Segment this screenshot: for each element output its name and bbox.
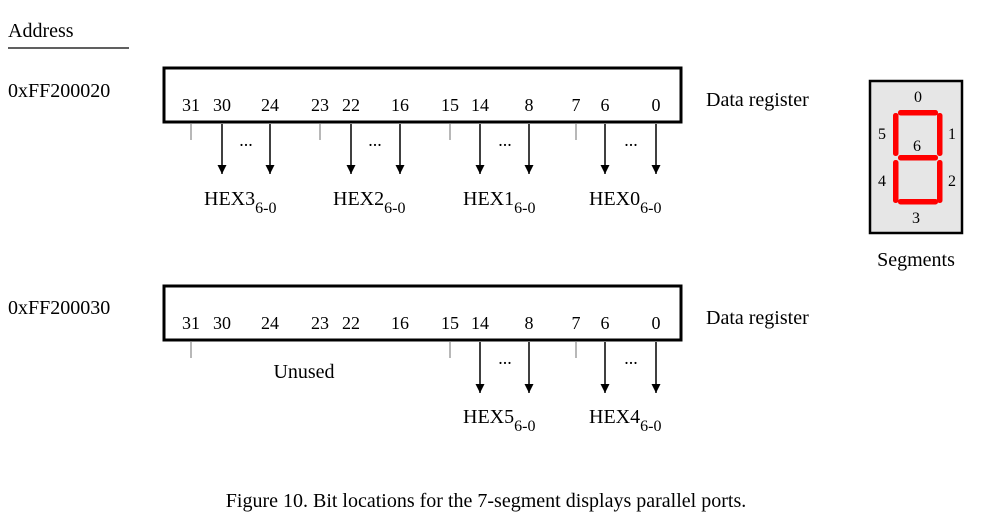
bit-label: 7 bbox=[572, 95, 581, 115]
register-1-arrows bbox=[217, 124, 661, 174]
bit-label: 16 bbox=[391, 95, 409, 115]
register-2-bit-labels: 31 30 24 23 22 16 15 14 8 7 6 0 bbox=[182, 313, 661, 333]
bit-label: 22 bbox=[342, 313, 360, 333]
ellipsis: ... bbox=[498, 348, 512, 368]
segment-number-1: 1 bbox=[948, 126, 956, 143]
register-2-address: 0xFF200030 bbox=[8, 297, 110, 319]
segment-3 bbox=[898, 199, 938, 205]
bit-label: 6 bbox=[601, 313, 610, 333]
bit-label: 22 bbox=[342, 95, 360, 115]
segments-caption: Segments bbox=[877, 249, 955, 271]
segment-bars bbox=[893, 110, 943, 205]
segment-4 bbox=[893, 160, 899, 203]
bit-label: 15 bbox=[441, 95, 459, 115]
bit-label: 7 bbox=[572, 313, 581, 333]
unused-label: Unused bbox=[273, 361, 334, 383]
register-2-ticks bbox=[190, 342, 577, 358]
seven-segment-display: 0 1 2 3 4 5 6 Segments bbox=[868, 79, 964, 271]
register-1-bit-labels: 31 30 24 23 22 16 15 14 8 7 6 0 bbox=[182, 95, 661, 115]
output-label-hex3: HEX36-0 bbox=[204, 188, 276, 217]
register-2: 0xFF200030 31 30 24 23 22 16 15 14 8 7 6… bbox=[8, 284, 809, 435]
segment-number-6: 6 bbox=[913, 138, 921, 155]
output-label-hex2: HEX26-0 bbox=[333, 188, 405, 217]
output-label-hex0: HEX06-0 bbox=[589, 188, 661, 217]
ellipsis: ... bbox=[239, 130, 253, 150]
segment-6 bbox=[898, 155, 938, 161]
ellipsis: ... bbox=[624, 348, 638, 368]
bit-label: 6 bbox=[601, 95, 610, 115]
segment-1 bbox=[937, 113, 943, 156]
bit-label: 23 bbox=[311, 313, 329, 333]
segment-0 bbox=[898, 110, 938, 116]
segment-number-3: 3 bbox=[912, 210, 920, 227]
register-2-box bbox=[162, 284, 683, 342]
register-1: 0xFF200020 31 30 24 23 22 16 15 14 8 7 6… bbox=[8, 66, 809, 217]
bit-label: 24 bbox=[261, 95, 279, 115]
bit-label: 30 bbox=[213, 313, 231, 333]
segment-number-0: 0 bbox=[914, 89, 922, 106]
bit-label: 30 bbox=[213, 95, 231, 115]
bit-label: 0 bbox=[652, 313, 661, 333]
ellipsis: ... bbox=[624, 130, 638, 150]
ellipsis: ... bbox=[498, 130, 512, 150]
ellipsis: ... bbox=[368, 130, 382, 150]
output-label-hex5: HEX56-0 bbox=[463, 406, 535, 435]
bit-label: 15 bbox=[441, 313, 459, 333]
output-label-hex4: HEX46-0 bbox=[589, 406, 661, 435]
segment-5 bbox=[893, 113, 899, 156]
segment-2 bbox=[937, 160, 943, 203]
bit-label: 14 bbox=[471, 313, 489, 333]
register-2-label: Data register bbox=[706, 307, 809, 329]
bit-label: 31 bbox=[182, 95, 200, 115]
bit-label: 31 bbox=[182, 313, 200, 333]
register-1-box bbox=[162, 66, 683, 124]
figure-caption: Figure 10. Bit locations for the 7-segme… bbox=[226, 490, 746, 512]
segment-number-2: 2 bbox=[948, 173, 956, 190]
output-label-hex1: HEX16-0 bbox=[463, 188, 535, 217]
bit-label: 24 bbox=[261, 313, 279, 333]
bit-label: 14 bbox=[471, 95, 489, 115]
segment-number-4: 4 bbox=[878, 173, 886, 190]
register-1-label: Data register bbox=[706, 89, 809, 111]
address-heading: Address bbox=[8, 20, 74, 42]
register-1-ticks bbox=[190, 124, 577, 140]
bit-label: 0 bbox=[652, 95, 661, 115]
bit-label: 8 bbox=[525, 313, 534, 333]
register-1-address: 0xFF200020 bbox=[8, 80, 110, 102]
segment-number-5: 5 bbox=[878, 126, 886, 143]
bit-label: 8 bbox=[525, 95, 534, 115]
bit-label: 23 bbox=[311, 95, 329, 115]
register-2-arrows bbox=[475, 342, 661, 393]
bit-label: 16 bbox=[391, 313, 409, 333]
